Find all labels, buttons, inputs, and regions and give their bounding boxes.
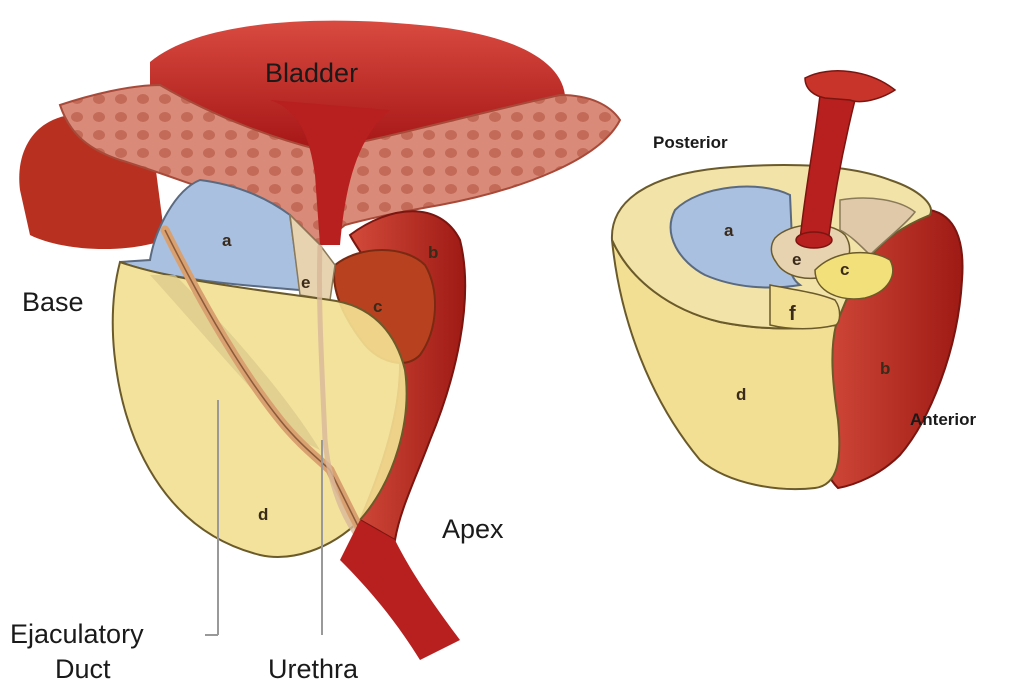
right-zone-c-label: c (840, 260, 849, 279)
anterior-label: Anterior (910, 410, 977, 429)
right-zone-e-label: e (792, 250, 801, 269)
right-zone-f-label: f (789, 303, 796, 325)
bladder-label: Bladder (265, 58, 358, 88)
zone-c-label: c (373, 297, 382, 316)
right-urethra-opening (796, 232, 832, 248)
zone-e-label: e (301, 273, 310, 292)
apex-label: Apex (442, 514, 504, 544)
sagittal-view: a b c d e Bladder Base Apex Ejaculatory … (10, 21, 620, 684)
cross-section-view: a b c d e f Posterior Anterior (612, 71, 977, 489)
right-zone-b-label: b (880, 359, 890, 378)
urethra-label: Urethra (268, 654, 359, 684)
ejaculatory-duct-label-line1: Ejaculatory (10, 619, 144, 649)
base-label: Base (22, 287, 84, 317)
ejaculatory-duct-label-line2: Duct (55, 654, 111, 684)
right-zone-a-label: a (724, 221, 734, 240)
zone-a-label: a (222, 231, 232, 250)
right-zone-d-label: d (736, 385, 746, 404)
posterior-label: Posterior (653, 133, 728, 152)
zone-b-label: b (428, 243, 438, 262)
right-urethra-flare (805, 71, 895, 102)
zone-d-label: d (258, 505, 268, 524)
